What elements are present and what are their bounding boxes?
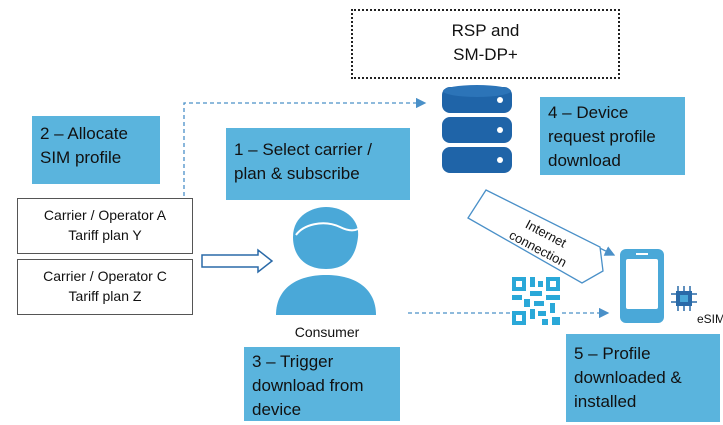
step3-trigger-box: 3 – Trigger download from device bbox=[244, 347, 400, 421]
step3-line1: 3 – Trigger bbox=[252, 352, 334, 371]
step2-line2: SIM profile bbox=[40, 148, 122, 167]
step1-line1: 1 – Select carrier / bbox=[234, 140, 372, 159]
consumer-person-icon bbox=[276, 207, 376, 315]
step1-select-box: 1 – Select carrier / plan & subscribe bbox=[226, 128, 410, 200]
step2-line1: 2 – Allocate bbox=[40, 124, 128, 143]
step4-line2: request profile bbox=[548, 127, 656, 146]
step1-line2: plan & subscribe bbox=[234, 164, 360, 183]
consumer-label: Consumer bbox=[294, 324, 360, 340]
step5-line3: installed bbox=[574, 392, 637, 411]
step4-line3: download bbox=[548, 151, 621, 170]
smartphone-icon bbox=[620, 249, 664, 323]
server-database-icon bbox=[442, 85, 512, 173]
esim-label: eSIM bbox=[697, 312, 723, 326]
esim-chip-icon bbox=[671, 286, 697, 311]
step2-allocate-box: 2 – Allocate SIM profile bbox=[32, 116, 160, 184]
step4-request-box: 4 – Device request profile download bbox=[540, 97, 685, 175]
operator-c-line2: Tariff plan Z bbox=[68, 288, 142, 304]
operator-a-box: Carrier / Operator A Tariff plan Y bbox=[17, 198, 193, 254]
step5-line1: 5 – Profile bbox=[574, 344, 651, 363]
rsp-smdp-box: RSP and SM-DP+ bbox=[351, 9, 620, 79]
step3-line3: device bbox=[252, 400, 302, 419]
operator-a-line1: Carrier / Operator A bbox=[43, 207, 167, 223]
step4-line1: 4 – Device bbox=[548, 103, 629, 122]
rsp-label-line1: RSP and bbox=[451, 21, 520, 40]
internet-connection-arrow bbox=[467, 189, 604, 284]
block-arrow-operator-consumer bbox=[201, 248, 274, 274]
step5-installed-box: 5 – Profile downloaded & installed bbox=[566, 334, 720, 422]
qr-code-icon bbox=[512, 277, 560, 325]
step5-line2: downloaded & bbox=[574, 368, 682, 387]
dashed-connector-operator-server bbox=[183, 97, 427, 196]
operator-a-line2: Tariff plan Y bbox=[68, 227, 142, 243]
rsp-label-line2: SM-DP+ bbox=[453, 45, 518, 64]
operator-c-line1: Carrier / Operator C bbox=[43, 268, 167, 284]
step3-line2: download from bbox=[252, 376, 364, 395]
operator-c-box: Carrier / Operator C Tariff plan Z bbox=[17, 259, 193, 315]
